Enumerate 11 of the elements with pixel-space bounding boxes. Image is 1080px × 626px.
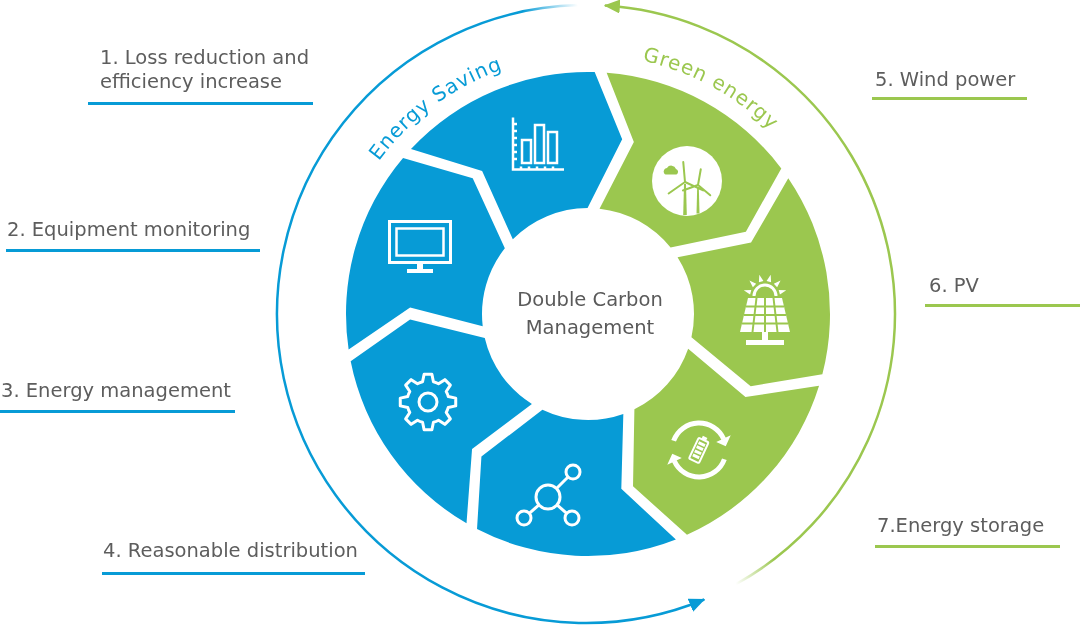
item-label: 1. Loss reduction and efficiency increase: [100, 46, 311, 94]
ring-segment: [477, 409, 676, 556]
item-label: 2. Equipment monitoring: [7, 218, 251, 242]
ring-segment: [633, 348, 820, 535]
ring-segment: [677, 178, 830, 387]
item-label: 5. Wind power: [875, 68, 1016, 92]
item-label: 7.Energy storage: [877, 514, 1045, 538]
center-label: Double Carbon Management: [516, 287, 664, 341]
item-label: 3. Energy management: [1, 379, 231, 403]
item-label: 6. PV: [929, 274, 979, 298]
item-label: 4. Reasonable distribution: [103, 539, 358, 563]
